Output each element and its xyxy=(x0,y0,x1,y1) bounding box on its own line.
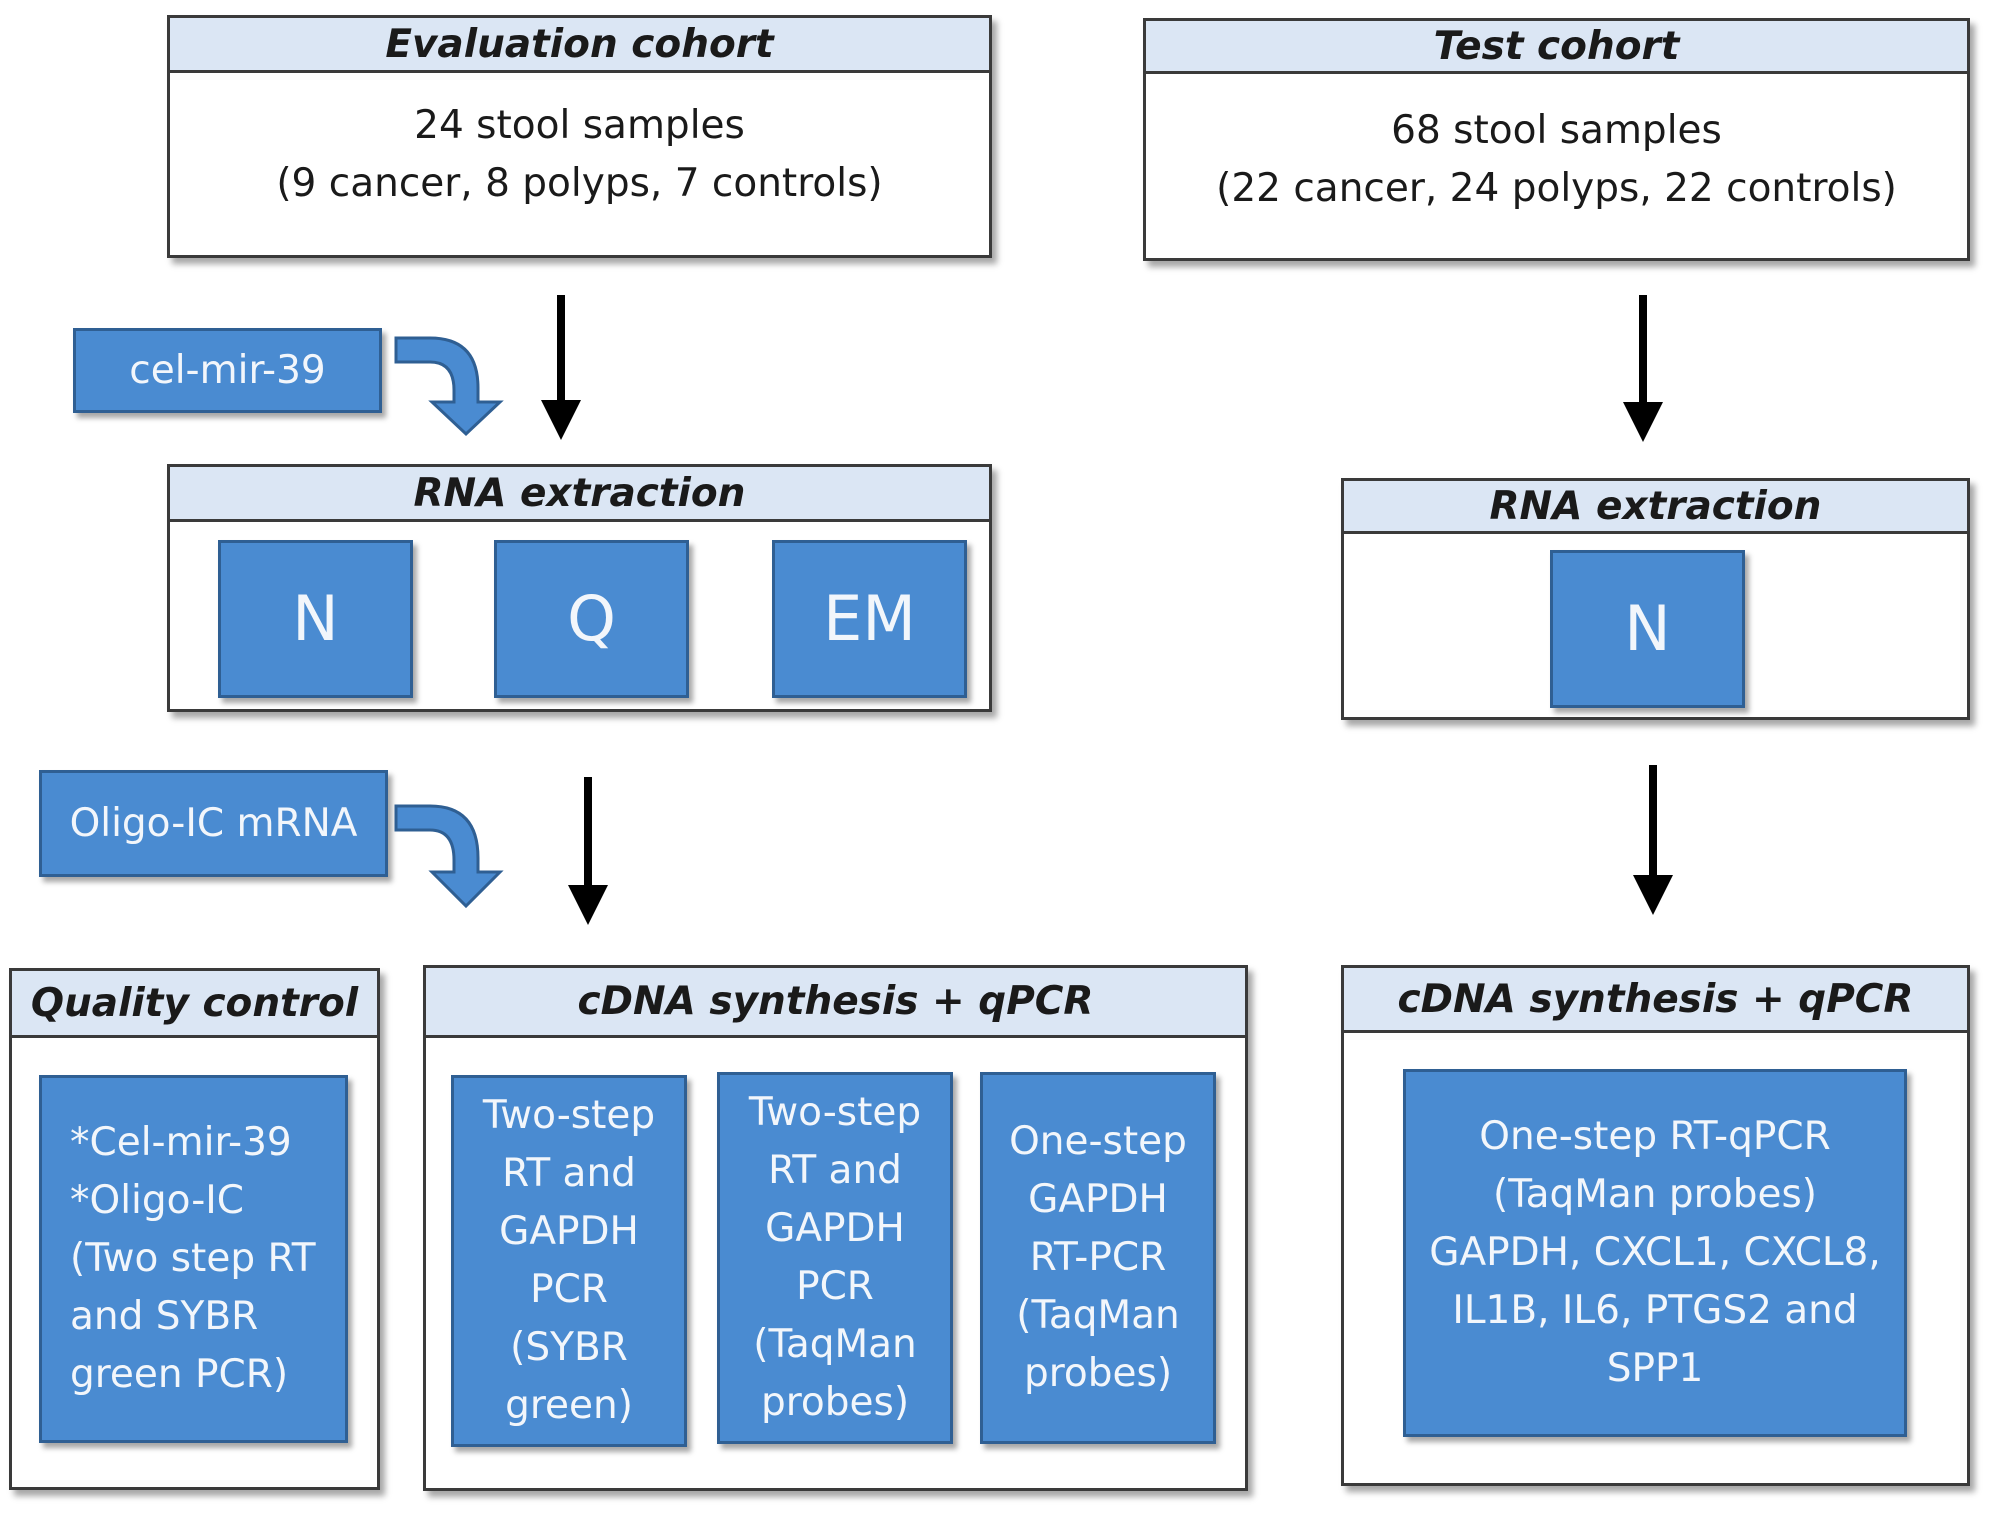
cdna-method-taqman-two-step: Two-step RT and GAPDH PCR (TaqMan probes… xyxy=(717,1072,953,1444)
cdna-method-taqman-one-step: One-step GAPDH RT-PCR (TaqMan probes) xyxy=(980,1072,1216,1444)
evaluation-rna-extraction-header: RNA extraction xyxy=(170,467,989,522)
evaluation-sample-breakdown: (9 cancer, 8 polyps, 7 controls) xyxy=(276,161,883,206)
evaluation-cdna-header: cDNA synthesis + qPCR xyxy=(426,968,1245,1038)
extraction-method-n: N xyxy=(218,540,413,698)
curved-arrow-oligo xyxy=(394,804,504,909)
evaluation-sample-count: 24 stool samples xyxy=(414,103,745,148)
curved-arrow-cel-mir xyxy=(394,336,504,437)
evaluation-cohort-panel: Evaluation cohort 24 stool samples (9 ca… xyxy=(167,15,992,258)
down-arrow-eval-2 xyxy=(568,777,608,925)
test-cohort-header: Test cohort xyxy=(1146,21,1967,74)
test-sample-count: 68 stool samples xyxy=(1391,108,1722,153)
cel-mir-39-spike-box: cel-mir-39 xyxy=(73,328,382,413)
quality-control-header: Quality control xyxy=(12,971,377,1038)
extraction-method-em: EM xyxy=(772,540,967,698)
test-extraction-method-n: N xyxy=(1550,550,1745,708)
test-cdna-method-box: One-step RT-qPCR (TaqMan probes) GAPDH, … xyxy=(1403,1069,1907,1437)
test-cdna-header: cDNA synthesis + qPCR xyxy=(1344,968,1967,1033)
down-arrow-test-1 xyxy=(1623,295,1663,442)
oligo-ic-mrna-spike-box: Oligo-IC mRNA xyxy=(39,770,388,877)
down-arrow-eval-1 xyxy=(541,295,581,440)
test-rna-extraction-header: RNA extraction xyxy=(1344,481,1967,534)
cdna-method-sybr: Two-step RT and GAPDH PCR (SYBR green) xyxy=(451,1075,687,1447)
extraction-method-q: Q xyxy=(494,540,689,698)
evaluation-cohort-header: Evaluation cohort xyxy=(170,18,989,73)
quality-control-box: *Cel-mir-39 *Oligo-IC (Two step RT and S… xyxy=(39,1075,348,1443)
down-arrow-test-2 xyxy=(1633,765,1673,915)
test-cohort-panel: Test cohort 68 stool samples (22 cancer,… xyxy=(1143,18,1970,261)
test-sample-breakdown: (22 cancer, 24 polyps, 22 controls) xyxy=(1216,166,1897,211)
